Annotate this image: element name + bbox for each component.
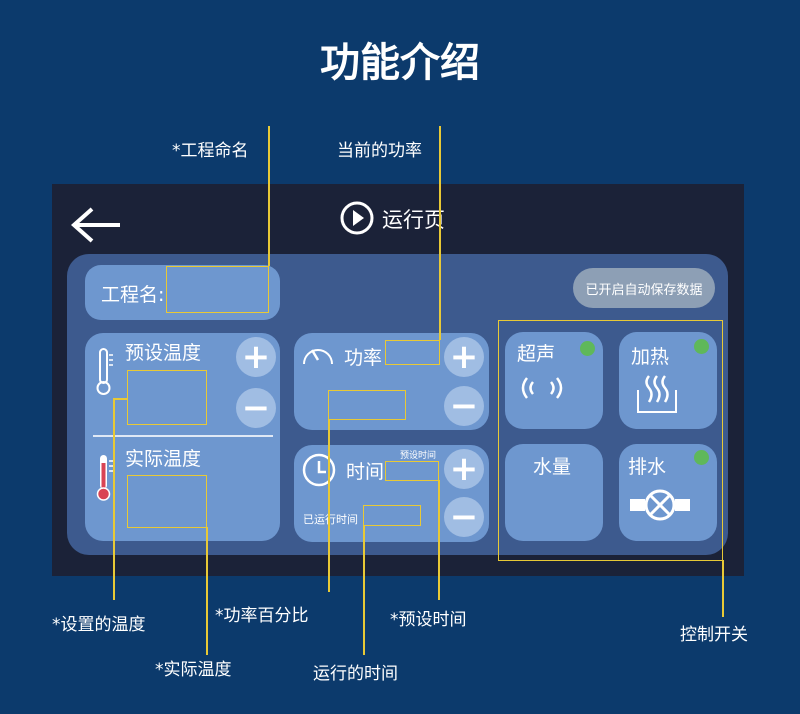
actual-temp-highlight	[127, 475, 207, 528]
ultrasonic-status-indicator	[580, 341, 595, 356]
preset-temp-label: 预设温度	[125, 342, 202, 364]
project-name-highlight	[166, 266, 269, 313]
annotation-power-percent: *功率百分比	[215, 606, 309, 626]
annotation-project-name: *工程命名	[172, 141, 249, 161]
back-arrow-icon[interactable]	[70, 205, 122, 245]
annotation-run-time: 运行的时间	[313, 664, 398, 684]
page-title: 功能介绍	[320, 40, 480, 86]
autosave-badge: 已开启自动保存数据	[573, 268, 715, 308]
leader-line	[206, 527, 208, 655]
leader-line	[113, 398, 127, 400]
annotation-actual-temp: *实际温度	[155, 660, 232, 680]
actual-temp-label: 实际温度	[125, 448, 202, 470]
annotation-control-switch: 控制开关	[680, 625, 748, 645]
screen-title: 运行页	[382, 208, 445, 232]
project-name-label: 工程名:	[101, 284, 165, 306]
drain-label: 排水	[628, 456, 667, 478]
time-plus-button[interactable]: +	[444, 449, 484, 489]
thermometer-icon	[96, 348, 113, 395]
gauge-icon	[303, 349, 333, 365]
ultrasonic-toggle[interactable]: 超声	[505, 332, 603, 429]
preset-time-highlight	[385, 461, 439, 481]
power-card: 功率 + −	[294, 333, 489, 430]
leader-line	[438, 480, 440, 600]
time-label: 时间	[346, 461, 385, 483]
time-minus-button[interactable]: −	[444, 497, 484, 537]
heating-label: 加热	[631, 346, 670, 368]
heating-toggle[interactable]: 加热	[619, 332, 717, 429]
leader-line	[268, 126, 270, 266]
annotation-preset-time: *预设时间	[390, 610, 467, 630]
annotation-set-temp: *设置的温度	[52, 615, 146, 635]
power-minus-button[interactable]: −	[444, 386, 484, 426]
valve-icon	[630, 489, 690, 521]
divider	[93, 435, 273, 437]
heating-icon	[637, 375, 677, 413]
temp-minus-button[interactable]: −	[236, 388, 276, 428]
ultrasonic-label: 超声	[517, 343, 556, 365]
preset-time-label: 预设时间	[400, 451, 437, 461]
power-plus-button[interactable]: +	[444, 337, 484, 377]
current-power-highlight	[385, 340, 440, 365]
temperature-card: 预设温度 + − 实际温度	[85, 333, 280, 541]
ultrasonic-wave-icon	[521, 377, 563, 399]
project-name-field[interactable]: 工程名:	[85, 265, 280, 320]
set-temp-highlight	[127, 370, 207, 425]
heating-status-indicator	[694, 339, 709, 354]
play-icon	[340, 201, 374, 235]
thermometer-red-icon	[96, 455, 113, 501]
drain-status-indicator	[694, 450, 709, 465]
control-switch-highlight	[498, 320, 723, 561]
water-level-control[interactable]: 水量	[505, 444, 603, 541]
elapsed-time-label: 已运行时间	[303, 513, 358, 526]
leader-line	[113, 398, 115, 600]
leader-line	[363, 525, 365, 655]
power-label: 功率	[344, 347, 383, 369]
drain-toggle[interactable]: 排水	[619, 444, 717, 541]
time-card: 时间 预设时间 已运行时间 + −	[294, 445, 489, 542]
leader-line	[722, 560, 724, 617]
water-level-label: 水量	[533, 456, 572, 478]
annotation-current-power: 当前的功率	[337, 141, 422, 161]
leader-line	[328, 420, 330, 592]
clock-icon	[302, 453, 336, 487]
run-time-highlight	[363, 505, 421, 526]
power-percent-highlight	[328, 390, 406, 420]
leader-line	[439, 126, 441, 340]
temp-plus-button[interactable]: +	[236, 337, 276, 377]
